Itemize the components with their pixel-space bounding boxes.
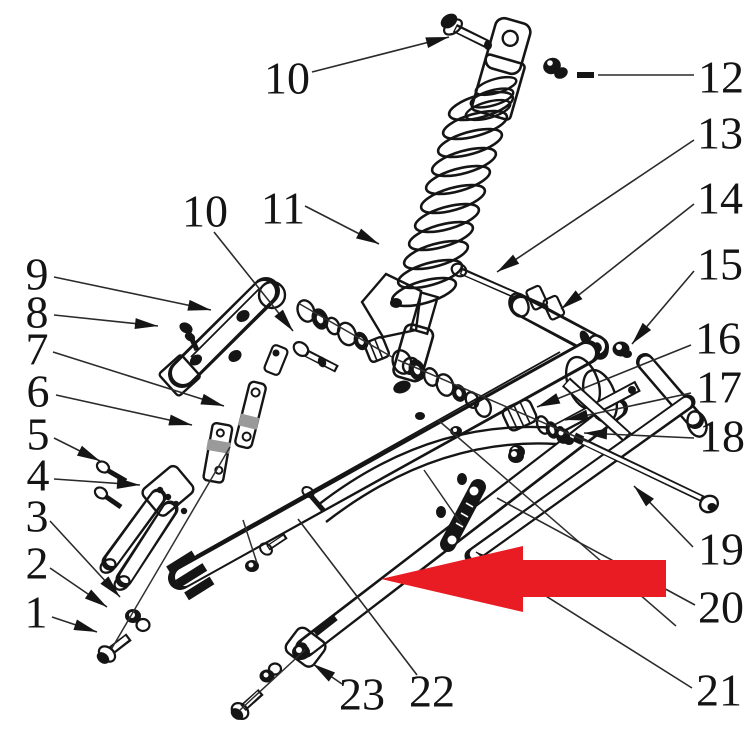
callout-label-22-22: 22 bbox=[409, 666, 455, 717]
leader-12-nub bbox=[577, 72, 594, 78]
callout-label-14-14: 14 bbox=[697, 173, 743, 224]
leader-arrowhead-19-19 bbox=[634, 486, 654, 507]
callout-label-10-10: 10 bbox=[182, 186, 228, 237]
callout-label-10-9: 10 bbox=[264, 53, 310, 104]
red-highlight-arrow bbox=[381, 546, 666, 612]
leader-arrowhead-13-13 bbox=[497, 254, 520, 272]
shock-top-nut-part bbox=[543, 57, 594, 79]
screw-5-part bbox=[93, 460, 128, 510]
leader-line-7-6 bbox=[52, 351, 225, 407]
callout-label-1-0: 1 bbox=[25, 587, 48, 638]
hanger-clevis-part bbox=[263, 344, 289, 376]
leader-arrowhead-14-14 bbox=[561, 290, 583, 309]
screw-8-part bbox=[179, 322, 200, 352]
leader-arrowhead-7-6 bbox=[200, 393, 224, 406]
callout-label-8-7: 8 bbox=[26, 287, 49, 338]
leader-arrowhead-10-10 bbox=[274, 309, 293, 331]
leader-line-13-13 bbox=[496, 139, 695, 273]
leader-arrowhead-2-1 bbox=[84, 589, 107, 607]
axle-rod-part bbox=[572, 432, 720, 514]
leader-arrowhead-4-3 bbox=[116, 477, 140, 489]
callout-label-16-16: 16 bbox=[695, 313, 741, 364]
swingarm-part bbox=[166, 272, 708, 668]
coil-spring bbox=[390, 90, 515, 308]
strap-7-part bbox=[234, 380, 267, 450]
mount-bracket-4-part bbox=[99, 464, 195, 591]
bolt-1-part bbox=[96, 633, 132, 664]
leader-line-22-22 bbox=[297, 518, 418, 676]
leader-arrowhead-23-23 bbox=[313, 664, 336, 682]
shock-absorber-part bbox=[390, 16, 532, 394]
leader-arrowhead-18-18 bbox=[584, 428, 608, 440]
leader-arrowhead-5-4 bbox=[76, 445, 100, 461]
leader-line-16-16 bbox=[536, 344, 692, 408]
leader-arrowhead-16-16 bbox=[537, 393, 561, 407]
chain-guide-bracket-part bbox=[436, 449, 524, 552]
callout-label-4-3: 4 bbox=[27, 450, 50, 501]
leader-line-6-5 bbox=[55, 394, 193, 426]
brake-stay-beam-part bbox=[158, 277, 287, 397]
leader-line-9-8 bbox=[53, 276, 212, 311]
callout-label-23-23: 23 bbox=[339, 669, 385, 720]
leader-arrowhead-10-9 bbox=[425, 37, 449, 49]
bracket-6-part bbox=[202, 421, 234, 484]
callout-label-6-5: 6 bbox=[27, 366, 50, 417]
leader-arrowhead-17-17 bbox=[565, 409, 589, 421]
leader-line-14-14 bbox=[560, 203, 695, 310]
callout-label-5-4: 5 bbox=[27, 409, 50, 460]
leader-arrowhead-11-11 bbox=[356, 228, 379, 244]
callout-label-21-21: 21 bbox=[696, 665, 742, 716]
callout-label-17-17: 17 bbox=[696, 362, 742, 413]
callout-label-19-19: 19 bbox=[698, 524, 744, 575]
callout-label-12-12: 12 bbox=[698, 52, 744, 103]
pivot-washer-chain-lower bbox=[391, 349, 493, 418]
leader-line-10-9 bbox=[311, 36, 450, 73]
swingarm-end-pads bbox=[166, 550, 215, 601]
callout-label-2-1: 2 bbox=[26, 538, 49, 589]
leader-arrowhead-1-0 bbox=[73, 619, 97, 632]
callout-label-20-20: 20 bbox=[698, 582, 744, 633]
linkage-nut-part bbox=[612, 341, 632, 358]
callout-label-7-6: 7 bbox=[26, 324, 49, 375]
callout-label-13-13: 13 bbox=[697, 108, 743, 159]
callout-label-11-11: 11 bbox=[261, 183, 305, 234]
leader-arrowhead-6-5 bbox=[168, 414, 192, 426]
leader-arrowhead-3-2 bbox=[100, 576, 120, 597]
callout-label-3-2: 3 bbox=[26, 491, 49, 542]
pivot-bolt-part bbox=[292, 341, 339, 373]
leader-arrowhead-8-7 bbox=[134, 318, 158, 330]
leader-arrowhead-9-8 bbox=[187, 299, 211, 311]
callout-label-18-18: 18 bbox=[699, 411, 745, 462]
leader-arrowhead-15-15 bbox=[632, 322, 652, 344]
callout-label-15-15: 15 bbox=[697, 239, 743, 290]
shock-top-bolt-part bbox=[440, 13, 492, 50]
callout-label-9-8: 9 bbox=[26, 249, 49, 300]
